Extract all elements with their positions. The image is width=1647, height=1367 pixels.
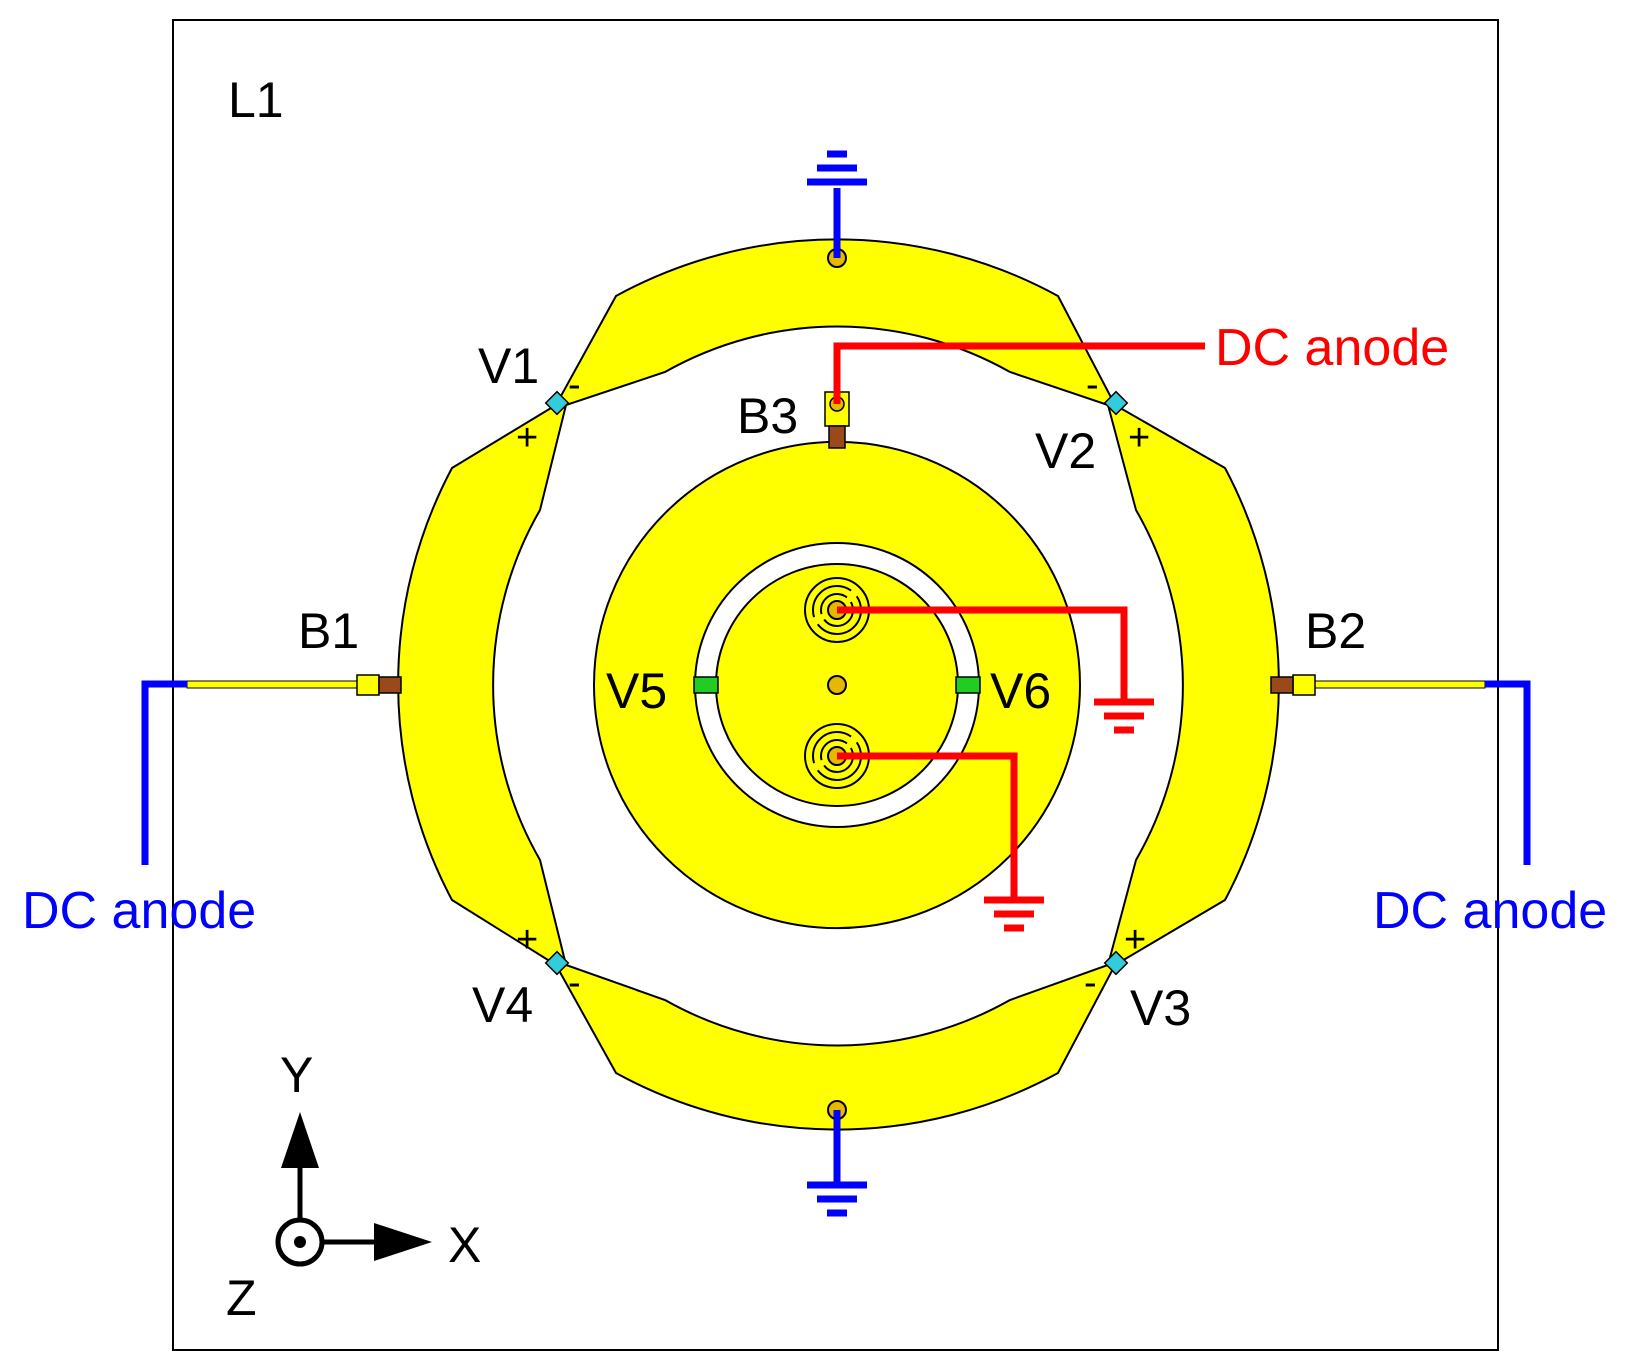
outer-ring-patch [397, 238, 1280, 1131]
z-axis-dot [294, 1236, 306, 1248]
varactor-v4-chip [544, 950, 570, 976]
resistor-b3 [828, 425, 846, 449]
y-axis-arrow [281, 1112, 319, 1168]
v2-minus: - [1086, 364, 1099, 406]
v4-plus: + [516, 919, 538, 961]
label-v2: V2 [1035, 423, 1096, 479]
label-v5: V5 [606, 663, 667, 719]
v1-minus: - [568, 364, 581, 406]
label-v3: V3 [1130, 980, 1191, 1036]
bias-line-b1 [186, 680, 358, 689]
x-axis-arrow [374, 1223, 432, 1261]
v4-minus: - [568, 962, 581, 1004]
label-v4: V4 [472, 977, 533, 1033]
red-wire-feed-top [837, 606, 1128, 702]
label-v1: V1 [478, 338, 539, 394]
dc-anode-label-top-right: DC anode [1215, 319, 1449, 377]
red-wire-b3 [833, 342, 1205, 404]
dc-anode-label-right: DC anode [1373, 882, 1607, 940]
blue-wire-left [141, 680, 187, 865]
varactor-v1-chip [544, 390, 570, 416]
varactor-v5-chip [693, 676, 719, 694]
axis-label-x: X [448, 1217, 481, 1273]
v1-plus: + [516, 417, 538, 459]
varactor-v3-chip [1103, 950, 1129, 976]
resistor-b1 [378, 676, 402, 694]
varactor-v2-chip [1103, 390, 1129, 416]
bias-pad-b2 [1292, 674, 1316, 696]
label-b1: B1 [298, 603, 359, 659]
axis-label-y: Y [280, 1047, 313, 1103]
resistor-b2 [1270, 676, 1294, 694]
blue-wire-right [1485, 680, 1531, 865]
v2-plus: + [1128, 417, 1150, 459]
v3-plus: + [1124, 919, 1146, 961]
center-via [827, 675, 847, 695]
bias-line-b2 [1314, 680, 1486, 689]
layer-label: L1 [228, 72, 284, 128]
varactor-v6-chip [955, 676, 981, 694]
v3-minus: - [1084, 962, 1097, 1004]
label-b2: B2 [1305, 603, 1366, 659]
dc-anode-label-left: DC anode [22, 882, 256, 940]
label-b3: B3 [737, 388, 798, 444]
bias-pad-b1 [356, 674, 380, 696]
red-wire-feed-bottom [837, 752, 1018, 900]
coordinate-axes: Y X Z [226, 1047, 481, 1326]
label-v6: V6 [990, 663, 1051, 719]
axis-label-z: Z [226, 1270, 257, 1326]
